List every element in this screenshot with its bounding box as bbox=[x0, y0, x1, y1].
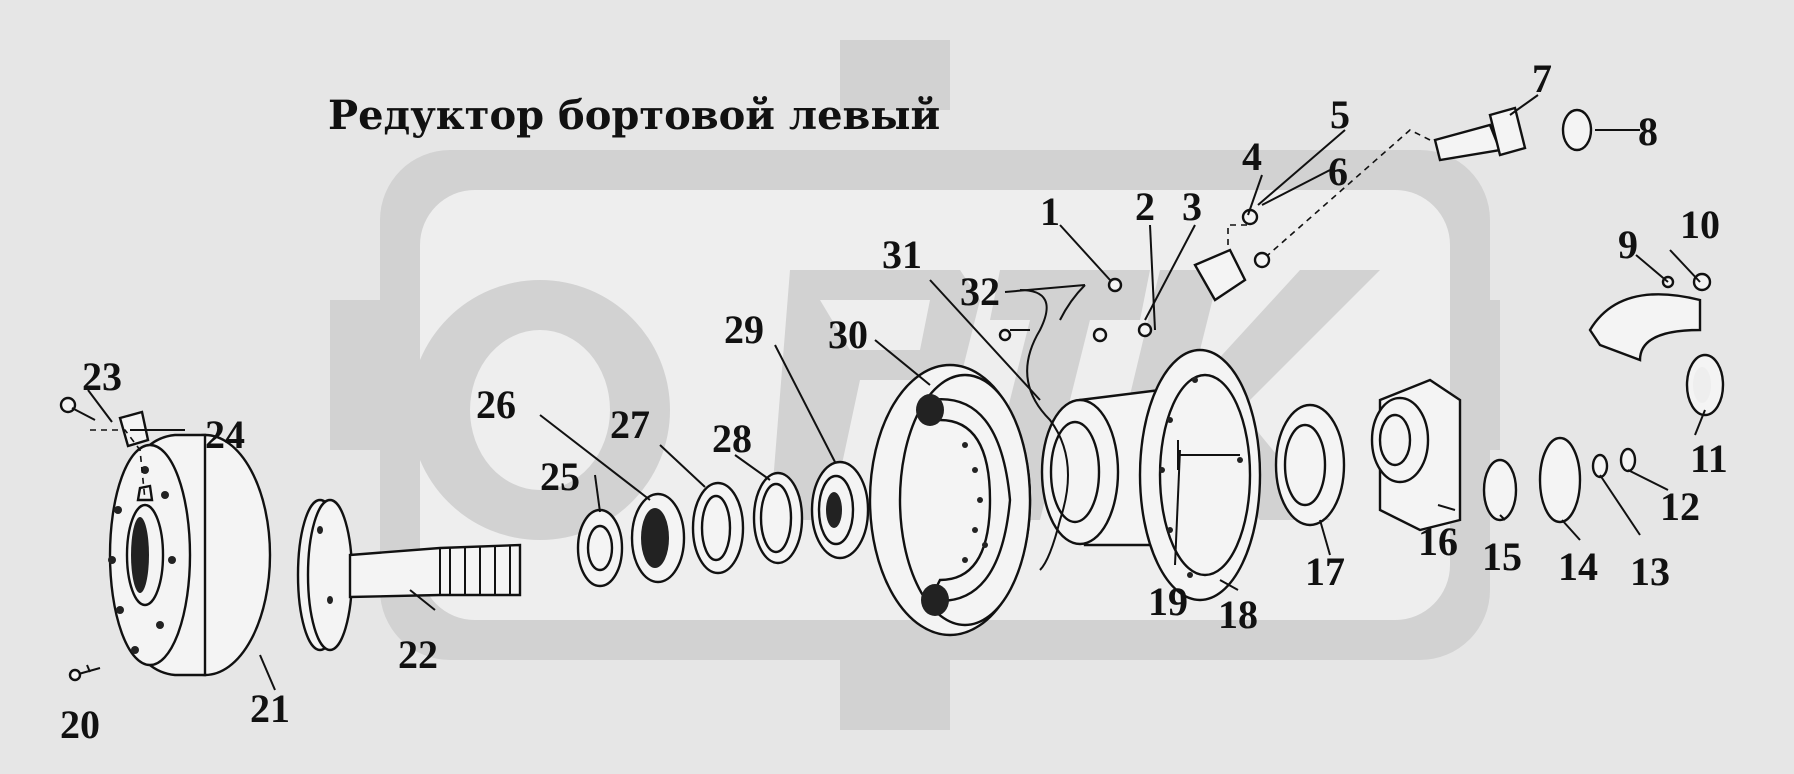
leader-lines bbox=[86, 94, 1706, 691]
bearing-17 bbox=[1274, 403, 1346, 527]
callout-labels: 1 2 3 4 5 6 7 8 9 10 11 12 13 14 15 16 1… bbox=[60, 56, 1728, 747]
bearings-and-seals bbox=[576, 460, 870, 588]
callout-10: 10 bbox=[1680, 202, 1720, 247]
callout-2: 2 bbox=[1135, 184, 1155, 229]
diagram-title: Редуктор бортовой левый bbox=[328, 92, 941, 139]
callout-29: 29 bbox=[724, 307, 764, 352]
axle-shaft bbox=[296, 498, 522, 652]
callout-18: 18 bbox=[1218, 592, 1258, 637]
final-drive-housing bbox=[1040, 348, 1262, 602]
callout-4: 4 bbox=[1242, 134, 1262, 179]
callout-28: 28 bbox=[712, 416, 752, 461]
callout-16: 16 bbox=[1418, 519, 1458, 564]
brake-hose bbox=[998, 277, 1153, 571]
callout-32: 32 bbox=[960, 269, 1000, 314]
callout-25: 25 bbox=[540, 454, 580, 499]
breather-plug bbox=[1433, 106, 1593, 162]
callout-24: 24 bbox=[205, 412, 245, 457]
brake-assembly bbox=[868, 363, 1032, 637]
callout-6: 6 bbox=[1328, 149, 1348, 194]
carrier-16 bbox=[1370, 378, 1462, 532]
callout-15: 15 bbox=[1482, 534, 1522, 579]
callout-19: 19 bbox=[1148, 579, 1188, 624]
callout-17: 17 bbox=[1305, 549, 1345, 594]
brake-drum bbox=[108, 433, 272, 677]
callout-12: 12 bbox=[1660, 484, 1700, 529]
gear-and-washers bbox=[1482, 436, 1637, 524]
bracket-nuts bbox=[1193, 129, 1431, 302]
callout-9: 9 bbox=[1618, 222, 1638, 267]
callout-30: 30 bbox=[828, 312, 868, 357]
callout-5: 5 bbox=[1330, 92, 1350, 137]
callout-22: 22 bbox=[398, 632, 438, 677]
callout-8: 8 bbox=[1638, 109, 1658, 154]
cover-and-circlip bbox=[1588, 272, 1725, 417]
callout-11: 11 bbox=[1690, 436, 1728, 481]
callout-20: 20 bbox=[60, 702, 100, 747]
callout-13: 13 bbox=[1630, 549, 1670, 594]
callout-27: 27 bbox=[610, 402, 650, 447]
screw-20 bbox=[68, 667, 101, 682]
callout-7: 7 bbox=[1532, 56, 1552, 101]
callout-21: 21 bbox=[250, 686, 290, 731]
callout-1: 1 bbox=[1040, 189, 1060, 234]
callout-3: 3 bbox=[1182, 184, 1202, 229]
callout-14: 14 bbox=[1558, 544, 1598, 589]
callout-26: 26 bbox=[476, 382, 516, 427]
callout-31: 31 bbox=[882, 232, 922, 277]
callout-23: 23 bbox=[82, 354, 122, 399]
